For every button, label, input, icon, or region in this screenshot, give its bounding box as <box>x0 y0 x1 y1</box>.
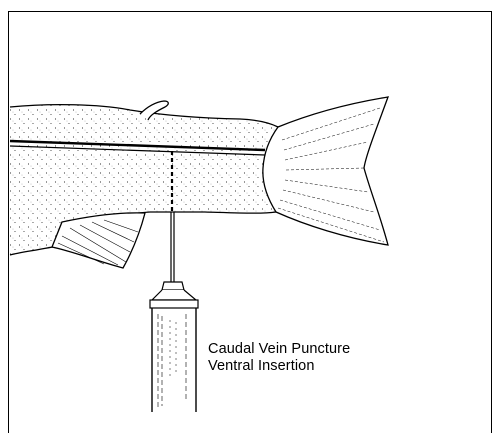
fish-body <box>10 105 278 255</box>
caption-line-2: Ventral Insertion <box>208 358 350 375</box>
anal-fin <box>52 213 145 268</box>
caption-line-1: Caudal Vein Puncture <box>208 341 350 358</box>
needle <box>171 212 174 282</box>
tail-fin <box>263 97 388 245</box>
figure-caption: Caudal Vein Puncture Ventral Insertion <box>208 341 350 375</box>
syringe <box>150 282 198 412</box>
